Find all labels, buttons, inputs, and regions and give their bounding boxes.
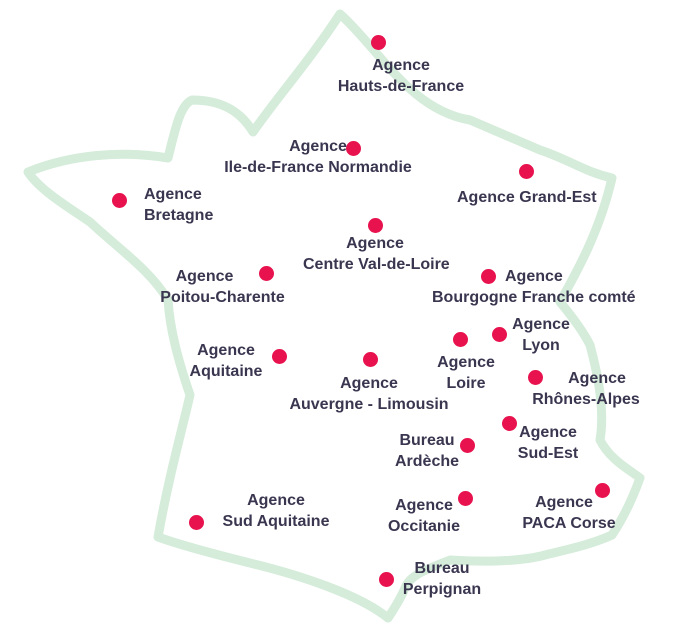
location-pin-icon (379, 572, 394, 587)
location-pin-icon (460, 438, 475, 453)
location-pin-icon (368, 218, 383, 233)
location-pin-icon (112, 193, 127, 208)
agency-label: Agence Grand-Est (457, 189, 597, 206)
location-pin-icon (453, 332, 468, 347)
location-pin-icon (481, 269, 496, 284)
location-pin-icon (259, 266, 274, 281)
location-pin-icon (189, 515, 204, 530)
location-pin-icon (595, 483, 610, 498)
location-pin-icon (528, 370, 543, 385)
location-pin-icon (458, 491, 473, 506)
location-pin-icon (346, 141, 361, 156)
location-pin-icon (272, 349, 287, 364)
location-pin-icon (371, 35, 386, 50)
location-pin-icon (502, 416, 517, 431)
location-pin-icon (363, 352, 378, 367)
location-pin-icon (492, 327, 507, 342)
location-pin-icon (519, 164, 534, 179)
